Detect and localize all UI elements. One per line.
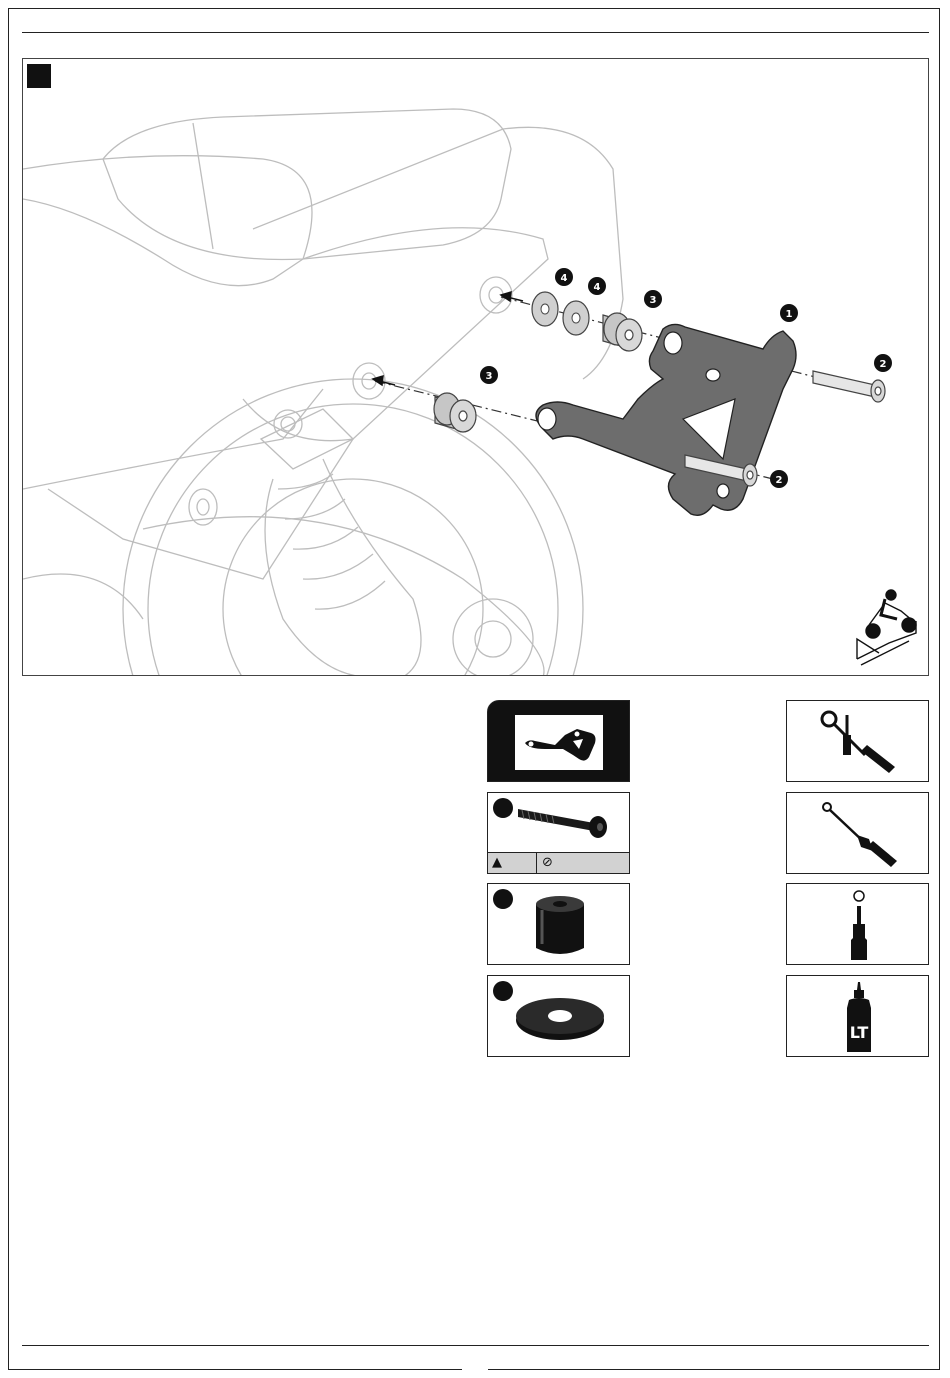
thread-lock-icon: ▲ [492,855,502,871]
step-badge [27,64,51,88]
hex-key-icon [843,888,875,964]
side-bracket-icon [515,715,603,770]
rider-on-motorcycle-icon [857,590,916,665]
threadlocker-bottle-icon: LT [841,980,877,1056]
svg-text:4: 4 [561,273,568,284]
svg-text:2: 2 [880,359,887,370]
spacer-icon [530,890,590,962]
part-number-marker [493,981,513,1001]
tool-card-threadlocker: LT [786,975,929,1057]
svg-text:1: 1 [786,309,793,320]
washer-icon [512,990,608,1046]
part-number-marker [493,889,513,909]
part-card-bolt: ▲ ⊘ [487,792,630,874]
part-number-marker [493,798,513,818]
tool-card-torque [786,792,929,874]
washer-parts [532,292,589,335]
tool-card-hex [786,883,929,965]
ratchet-and-screwdriver-icon [817,707,903,779]
threadlocker-label: LT [850,1023,869,1042]
svg-text:2: 2 [776,475,783,486]
svg-text:3: 3 [486,371,493,382]
bracket-part [536,324,796,515]
svg-text:4: 4 [594,282,601,293]
assembly-illustration: 1 2 2 3 3 4 4 [23,59,929,676]
bolt-spec-bar: ▲ ⊘ [488,852,629,873]
rear-wheel [123,379,583,676]
lower-panel [48,439,353,579]
torque-icon: ⊘ [542,855,553,871]
part-card-bracket [487,700,630,782]
footer-rule [22,1345,929,1346]
header-rule [22,32,929,33]
page-number-gap [462,1366,488,1374]
tool-card-ratchet [786,700,929,782]
tank-outline [23,156,312,286]
seat-outline [103,109,511,260]
assembly-figure: 1 2 2 3 3 4 4 [22,58,929,676]
spec-divider [536,853,537,873]
part-image-bracket [515,715,603,770]
svg-text:3: 3 [650,295,657,306]
bolt-icon [514,801,614,841]
torque-wrench-icon [817,799,903,871]
part-card-washer [487,975,630,1057]
part-card-spacer [487,883,630,965]
